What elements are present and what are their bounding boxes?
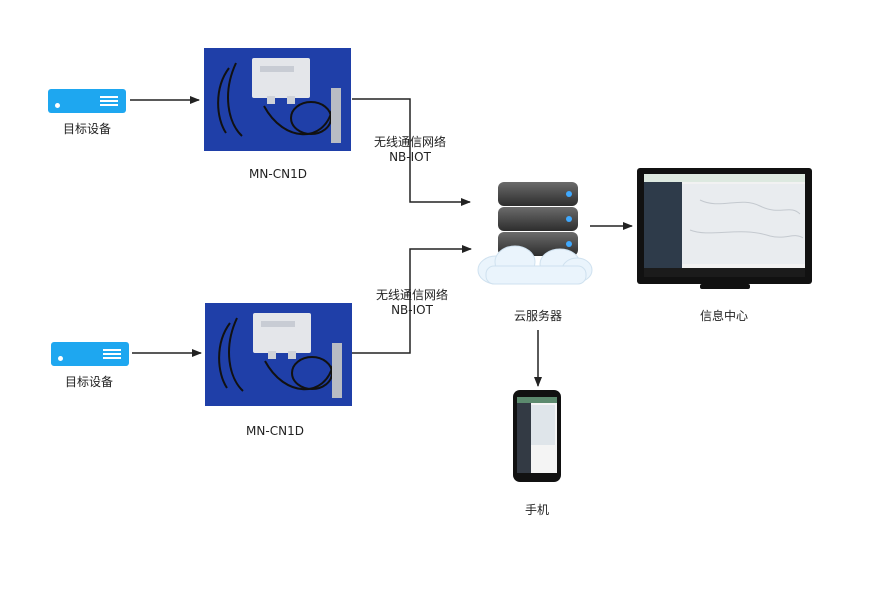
led-dot — [55, 103, 60, 108]
led-dot — [58, 356, 63, 361]
target-device-bottom-icon — [51, 342, 129, 366]
target-device-bottom-label: 目标设备 — [64, 375, 113, 389]
target-device-top-icon — [48, 89, 126, 113]
top-link-line2: NB-IOT — [389, 150, 431, 164]
top-link-label: 无线通信网络 NB-IOT — [362, 135, 458, 165]
arrow-sensor-bottom-to-cloud — [352, 245, 472, 354]
sensor-top-photo — [204, 48, 351, 151]
arrow-sensor-top-to-cloud — [352, 98, 471, 206]
vent-line — [103, 349, 121, 351]
target-device-top-label: 目标设备 — [62, 122, 111, 136]
vent-line — [103, 353, 121, 355]
bottom-link-line2: NB-IOT — [391, 303, 433, 317]
bottom-link-line1: 无线通信网络 — [375, 288, 448, 302]
vent-line — [100, 100, 118, 102]
sensor-illustration — [217, 58, 341, 143]
sensor-illustration — [218, 313, 342, 398]
info-center-label: 信息中心 — [699, 309, 748, 323]
phone-label: 手机 — [524, 503, 549, 517]
sensor-bottom-label: MN-CN1D — [246, 424, 304, 438]
cloud-server-label: 云服务器 — [513, 309, 562, 323]
vent-line — [100, 104, 118, 106]
sensor-top-label: MN-CN1D — [249, 167, 307, 181]
vent-line — [103, 357, 121, 359]
bottom-link-label: 无线通信网络 NB-IOT — [364, 288, 460, 318]
top-link-line1: 无线通信网络 — [373, 135, 446, 149]
vent-line — [100, 96, 118, 98]
sensor-bottom-photo — [205, 303, 352, 406]
